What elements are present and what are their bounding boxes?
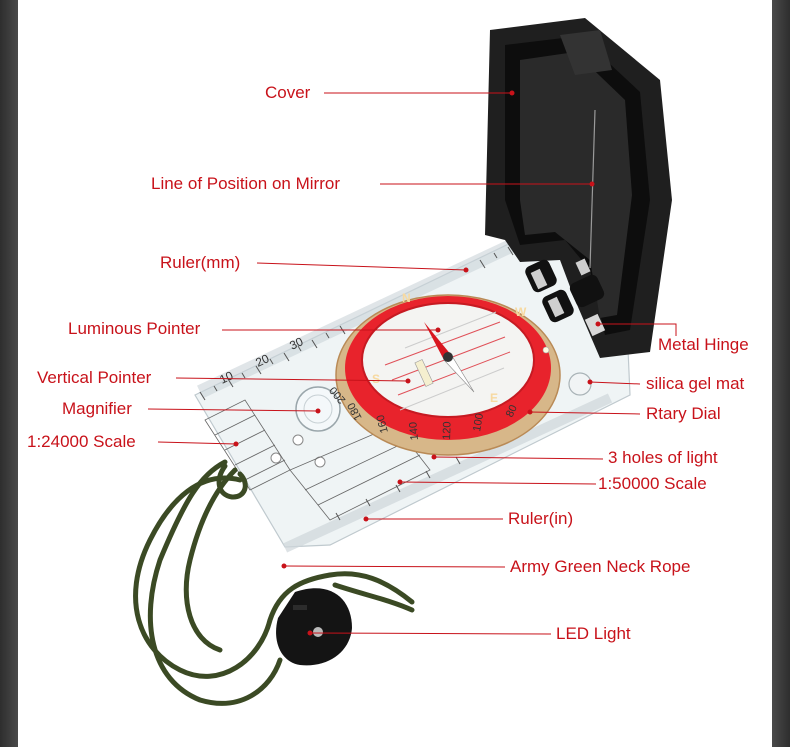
vertical-pointer-mark [414, 359, 434, 387]
dial-degree-120: 120 [441, 421, 454, 440]
needle-pivot [443, 352, 453, 362]
compass-illustration: 10 20 30 [133, 18, 677, 706]
label-line-of-position: Line of Position on Mirror [151, 174, 340, 193]
bezel-letter-n: N [402, 291, 411, 305]
dial-degree-100: 100 [471, 412, 486, 432]
label-rotary-dial: Rtary Dial [646, 404, 721, 423]
bezel-letter-w: W [515, 305, 527, 319]
label-scale-50000: 1:50000 Scale [598, 474, 707, 493]
frame-left [0, 0, 18, 747]
frame-right [772, 0, 790, 747]
dial-degree-160: 160 [375, 413, 391, 434]
bezel-letter-s: S [372, 372, 380, 386]
label-ruler-in: Ruler(in) [508, 509, 574, 528]
needle-north [424, 322, 452, 360]
label-magnifier: Magnifier [62, 399, 132, 418]
label-scale-24000: 1:24000 Scale [27, 432, 136, 451]
luminous-dot [542, 346, 550, 354]
scale-24000-grid [204, 399, 291, 491]
scale-50000-grid [289, 424, 431, 521]
led-light [276, 588, 352, 666]
label-led-light: LED Light [556, 624, 631, 643]
label-three-holes: 3 holes of light [608, 448, 718, 467]
label-cover: Cover [265, 83, 311, 102]
callout-dots [233, 90, 601, 636]
label-vertical-pointer: Vertical Pointer [37, 368, 152, 387]
product-panel: 10 20 30 [18, 0, 772, 747]
metal-hinge [525, 258, 606, 337]
label-ruler-mm: Ruler(mm) [160, 253, 241, 272]
light-hole-2 [270, 452, 282, 464]
magnifier-inner [303, 394, 333, 424]
rotary-dial [335, 294, 561, 456]
ruler-mm-label-2: 20 [253, 351, 271, 369]
label-neck-rope: Army Green Neck Rope [510, 557, 691, 576]
label-luminous-pointer: Luminous Pointer [68, 319, 201, 338]
bezel-letter-e: E [490, 391, 498, 405]
silica-gel-mat [568, 372, 592, 396]
callout-leaders [147, 92, 677, 635]
dial-degree-140: 140 [407, 421, 421, 440]
label-silica-gel-mat: silica gel mat [646, 374, 745, 393]
ruler-mm-label-3: 30 [287, 334, 305, 352]
dial-degree-80: 80 [504, 403, 520, 419]
neck-rope [133, 459, 415, 706]
light-hole-1 [292, 434, 304, 446]
sighting-line [589, 109, 596, 269]
label-metal-hinge: Metal Hinge [658, 335, 749, 354]
cover [485, 18, 672, 358]
ruler-mm-label-1: 10 [217, 368, 235, 386]
